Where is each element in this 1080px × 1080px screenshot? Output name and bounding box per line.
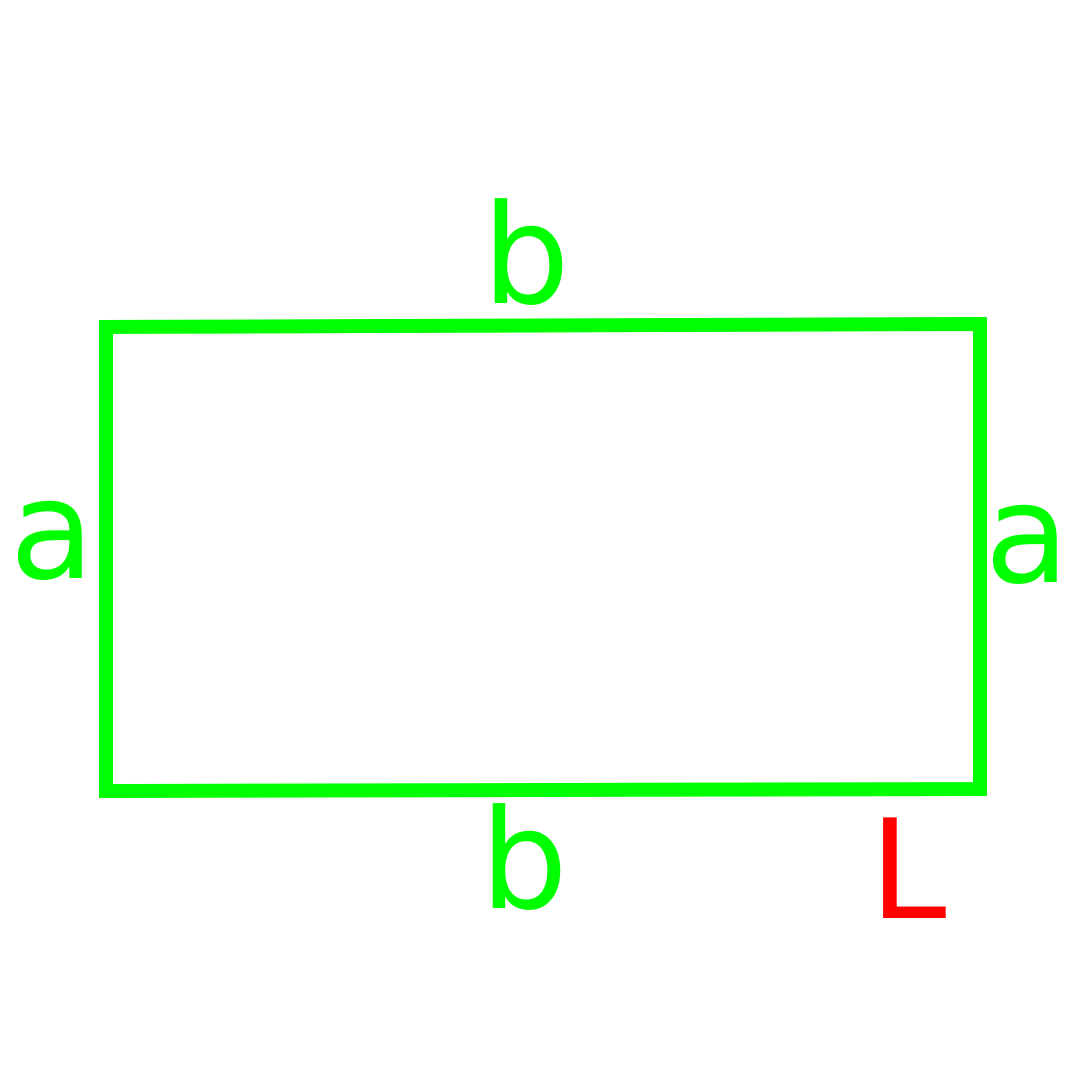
- rectangle-outline: [99, 316, 987, 799]
- right-side-label: a: [985, 454, 1070, 615]
- left-side-label: a: [10, 450, 95, 611]
- corner-l-label: L: [870, 790, 947, 951]
- top-side-label: b: [482, 175, 570, 336]
- bottom-side-label: b: [480, 780, 568, 941]
